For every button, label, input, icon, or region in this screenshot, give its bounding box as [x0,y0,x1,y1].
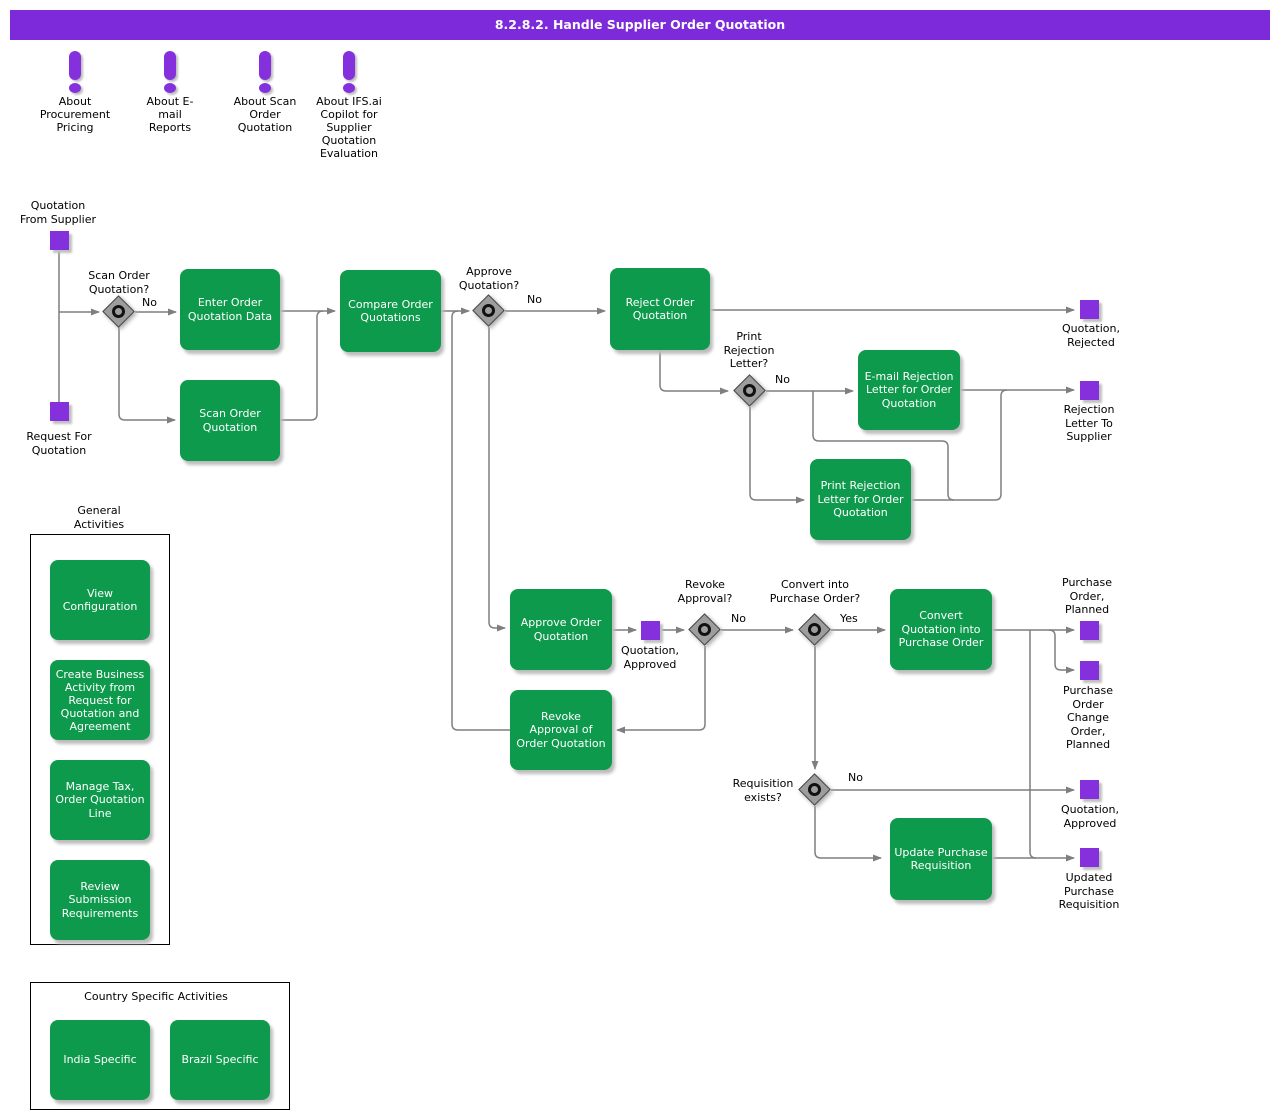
label-request-for-quotation: Request For Quotation [26,430,92,457]
label-quotation-approved: Quotation, Approved [1061,803,1119,830]
gateway-ring-icon [482,304,495,317]
link-about-email-reports[interactable]: About E- mail Reports [146,95,194,134]
label-gateway-print-rejection-letter: Print Rejection Letter? [723,330,775,370]
edge-gateway2-to-approve [488,327,506,632]
gateway-approve-quotation [472,294,505,327]
branch-label-no: No [848,771,863,784]
gateway-ring-icon [743,384,756,397]
label-gateway-convert-into-purchase-order: Convert into Purchase Order? [769,578,861,605]
info-exclamation-dot-icon [343,83,355,93]
task-print-rejection-letter[interactable]: Print Rejection Letter for Order Quotati… [810,459,911,540]
info-exclamation-icon [343,51,355,80]
page-title: 8.2.8.2. Handle Supplier Order Quotation [10,10,1270,40]
edge-print-loop-to-email [812,391,955,501]
task-convert-quotation-into-purchase-order[interactable]: Convert Quotation into Purchase Order [890,589,992,670]
gateway-ring-icon [808,623,821,636]
end-event-purchase-order-change-order-planned[interactable] [1080,661,1099,680]
edge-branch-po-change [1048,629,1075,674]
label-gateway-requisition-exists: Requisition exists? [732,777,794,804]
link-about-scan-order-quotation[interactable]: About Scan Order Quotation [233,95,297,134]
intermediate-event-quotation-approved[interactable] [641,621,660,640]
label-quotation-approved-intermediate: Quotation, Approved [621,644,679,671]
task-approve-order-quotation[interactable]: Approve Order Quotation [510,589,612,670]
link-about-ifs-ai-copilot[interactable]: About IFS.ai Copilot for Supplier Quotat… [316,95,382,160]
link-about-procurement-pricing[interactable]: About Procurement Pricing [39,95,111,134]
task-enter-order-quotation-data[interactable]: Enter Order Quotation Data [180,269,280,350]
edge-gateway4-to-revoke [616,646,706,734]
label-quotation-rejected: Quotation, Rejected [1062,322,1120,349]
task-revoke-approval-of-order-quotation[interactable]: Revoke Approval of Order Quotation [510,690,612,770]
gateway-revoke-approval [688,613,721,646]
start-event-quotation-from-supplier[interactable] [50,231,69,250]
edge-gateway1-to-scan [118,327,176,424]
task-reject-order-quotation[interactable]: Reject Order Quotation [610,268,710,350]
end-event-purchase-order-planned[interactable] [1080,621,1099,640]
task-update-purchase-requisition[interactable]: Update Purchase Requisition [890,818,992,900]
label-country-specific-activities: Country Specific Activities [84,990,228,1003]
branch-label-no: No [731,612,746,625]
edge-scan-merge [280,310,324,421]
gateway-ring-icon [808,783,821,796]
task-brazil-specific[interactable]: Brazil Specific [170,1020,270,1100]
edge-reject-to-gateway3 [659,350,729,395]
gateway-ring-icon [112,305,125,318]
task-review-submission-requirements[interactable]: Review Submission Requirements [50,860,150,940]
label-purchase-order-planned: Purchase Order, Planned [1062,576,1112,616]
label-rejection-letter-to-supplier: Rejection Letter To Supplier [1063,403,1115,443]
branch-label-yes: Yes [840,612,858,625]
label-gateway-scan-order-quotation: Scan Order Quotation? [88,269,150,296]
label-gateway-approve-quotation: Approve Quotation? [458,265,520,292]
edge-revoke-return [451,310,510,731]
info-exclamation-icon [164,51,176,80]
task-scan-order-quotation[interactable]: Scan Order Quotation [180,380,280,461]
label-updated-purchase-requisition: Updated Purchase Requisition [1058,871,1120,911]
gateway-ring-icon [698,623,711,636]
task-manage-tax-order-quotation-line[interactable]: Manage Tax, Order Quotation Line [50,760,150,840]
gateway-requisition-exists [798,773,831,806]
gateway-convert-into-purchase-order [798,613,831,646]
info-exclamation-dot-icon [69,83,81,93]
branch-label-no: No [142,296,157,309]
gateway-scan-order-quotation [102,295,135,328]
info-exclamation-icon [69,51,81,80]
info-exclamation-dot-icon [259,83,271,93]
task-compare-order-quotations[interactable]: Compare Order Quotations [340,270,441,352]
label-quotation-from-supplier: Quotation From Supplier [19,199,97,226]
branch-label-no: No [527,293,542,306]
end-event-updated-purchase-requisition[interactable] [1080,848,1099,867]
end-event-quotation-approved[interactable] [1080,780,1099,799]
start-event-request-for-quotation[interactable] [50,402,69,421]
task-create-business-activity[interactable]: Create Business Activity from Request fo… [50,660,150,740]
branch-label-no: No [775,373,790,386]
label-general-activities: General Activities [73,504,125,531]
end-event-rejection-letter-to-supplier[interactable] [1080,381,1099,400]
label-gateway-revoke-approval: Revoke Approval? [677,578,733,605]
label-purchase-order-change-order-planned: Purchase Order Change Order, Planned [1063,684,1113,751]
info-exclamation-icon [259,51,271,80]
edge-gateway6-to-update [814,806,882,862]
gateway-print-rejection-letter [733,374,766,407]
edge-convert-down-trunk [1029,630,1037,859]
task-view-configuration[interactable]: View Configuration [50,560,150,640]
task-email-rejection-letter[interactable]: E-mail Rejection Letter for Order Quotat… [858,350,960,430]
end-event-quotation-rejected[interactable] [1080,300,1099,319]
info-exclamation-dot-icon [164,83,176,93]
edge-gateway3-to-print [749,407,805,504]
task-india-specific[interactable]: India Specific [50,1020,150,1100]
